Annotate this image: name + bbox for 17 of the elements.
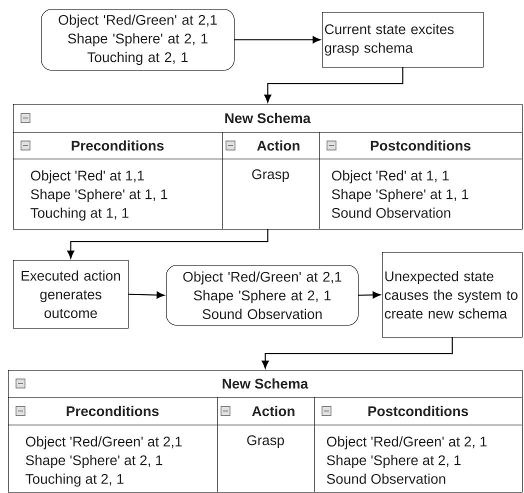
arrow (264, 68, 404, 103)
table-column: Preconditions Object 'Red' at 1,1 Shape 'Sphere' at 1, 1 Touching at 1, 1 (12, 132, 223, 230)
process-box: Current state excites grasp schema (322, 12, 484, 68)
state-box: Object 'Red/Green' at 2,1 Shape 'Sphere' at 2, 1 Touching at 2, 1 (41, 9, 235, 71)
table-column: Postconditions Object 'Red/Green' at 2, 1 Shape 'Sphere at 2, 1 Sound Observation (314, 397, 523, 493)
arrow (128, 292, 165, 299)
arrow (67, 230, 268, 259)
table-column: Action Grasp (216, 397, 315, 493)
table-column: Preconditions Object 'Red/Green' at 2,1 Shape 'Sphere' at 2, 1 Touching at 2, 1 (8, 397, 218, 493)
state-box: Object 'Red/Green' at 2,1 Shape 'Sphere at 2, 1 Sound Observation (166, 265, 359, 326)
arrow (262, 338, 453, 369)
process-box: Unexpected state causes the system to create new schema (382, 252, 523, 338)
arrow (234, 36, 321, 44)
table-column: Postconditions Object 'Red' at 1, 1 Shape 'Sphere' at 1, 1 Sound Observation (318, 132, 523, 230)
process-box: Executed action generates outcome (13, 260, 129, 329)
arrow (358, 291, 381, 298)
table-column: Action Grasp (222, 132, 320, 230)
